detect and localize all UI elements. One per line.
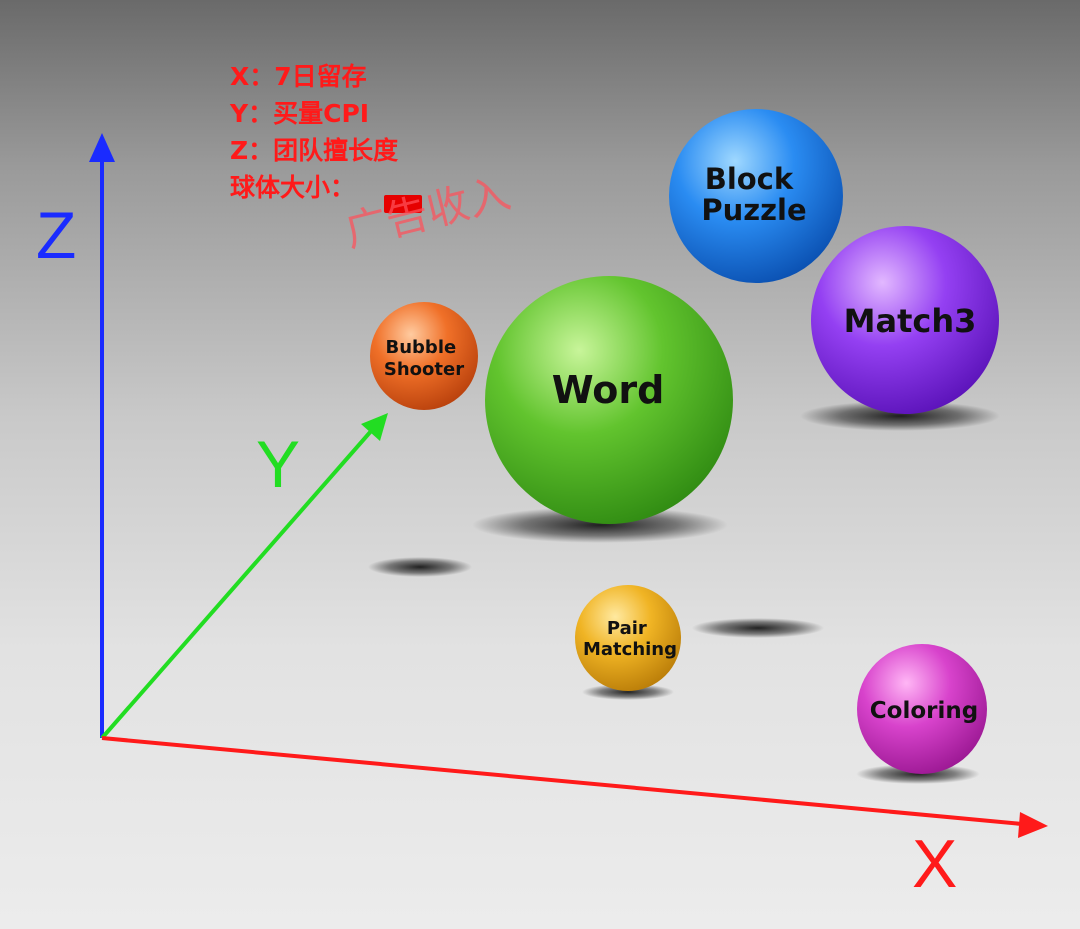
- sphere-pair-matching-label: Pair Matching: [583, 618, 677, 660]
- legend: X：7日留存 Y：买量CPI Z：团队擅长度 球体大小：: [230, 58, 398, 206]
- legend-line-z: Z：团队擅长度: [230, 136, 399, 165]
- sphere-coloring: Coloring: [857, 644, 987, 774]
- z-axis-label: Z: [36, 198, 76, 272]
- sphere-match3: Match3: [811, 226, 999, 414]
- sphere-shadows: [368, 401, 1000, 784]
- legend-line-size: 球体大小：: [230, 173, 356, 202]
- shadow-word: [472, 507, 728, 543]
- sphere-block-puzzle-label: Block Puzzle: [701, 162, 806, 227]
- shadow-match3: [800, 401, 1000, 431]
- y-axis-arrowhead: [361, 413, 388, 441]
- legend-line-y: Y：买量CPI: [230, 99, 370, 128]
- sphere-match3-label: Match3: [844, 302, 977, 340]
- sphere-pair-matching: Pair Matching: [575, 585, 681, 691]
- sphere-word: Word: [485, 276, 733, 524]
- sphere-word-label: Word: [552, 368, 665, 412]
- shadow-bubble-shooter: [368, 557, 472, 577]
- legend-line-x: X：7日留存: [230, 62, 367, 91]
- z-axis-arrowhead: [89, 133, 115, 162]
- shadow-block-puzzle: [692, 618, 824, 638]
- shadow-coloring: [856, 764, 980, 784]
- x-axis-label: X: [912, 826, 957, 902]
- sphere-bubble-shooter-label: Bubble Shooter: [384, 337, 464, 380]
- axes: Z Y X: [36, 133, 1048, 902]
- sphere-coloring-label: Coloring: [870, 698, 978, 724]
- sphere-block-puzzle: Block Puzzle: [669, 109, 843, 283]
- shadow-pair-matching: [582, 684, 674, 700]
- legend-redaction-mark: [384, 195, 422, 213]
- y-axis-line: [100, 428, 374, 740]
- y-axis-label: Y: [256, 427, 300, 501]
- x-axis-arrowhead: [1018, 812, 1048, 838]
- sphere-bubble-shooter: Bubble Shooter: [370, 302, 478, 410]
- x-axis-line: [101, 736, 1023, 826]
